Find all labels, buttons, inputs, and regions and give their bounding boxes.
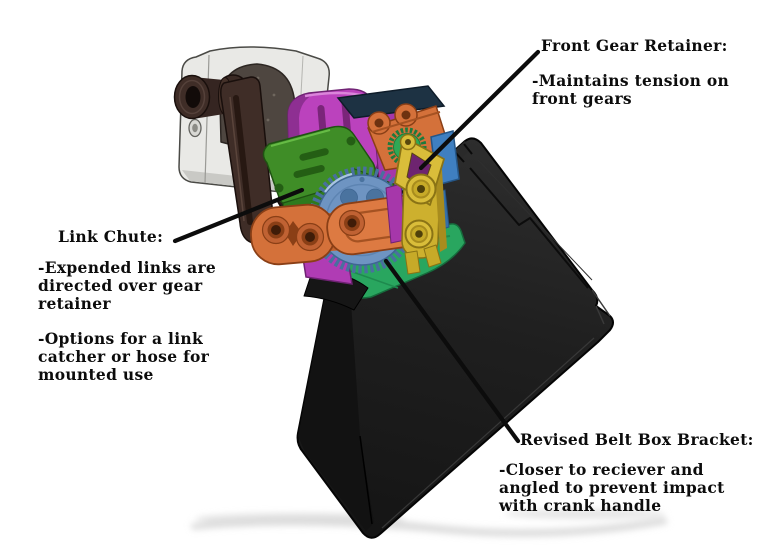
belt-box-groove [469,167,589,289]
front-gear-retainer-part [394,133,447,275]
annotation-title: Revised Belt Box Bracket: [520,430,754,449]
belt-box-lid-lip [381,289,611,529]
annotation-belt-box-bracket: Revised Belt Box Bracket: -Closer to rec… [499,431,768,515]
annotation-body: -Expended links are directed over gear r… [38,258,217,313]
top-plate [336,85,446,119]
crank-handle [173,74,275,244]
belt-box-side-face [298,260,374,531]
leader-line-link-chute [172,187,305,244]
annotation-title: Front Gear Retainer: [541,36,728,55]
annotation-body: -Options for a link catcher or hose for … [38,329,210,384]
annotation-body: -Maintains tension on front gears [532,71,730,108]
annotation-front-gear-retainer: Front Gear Retainer: -Maintains tension … [532,37,768,108]
annotation-title: Link Chute: [58,227,164,246]
leader-line-front-gear-retainer [418,49,541,171]
leader-line-belt-box-bracket [383,258,521,444]
annotation-link-chute: Link Chute: -Expended links are directed… [38,228,258,384]
annotation-body: -Closer to reciever and angled to preven… [499,460,725,515]
